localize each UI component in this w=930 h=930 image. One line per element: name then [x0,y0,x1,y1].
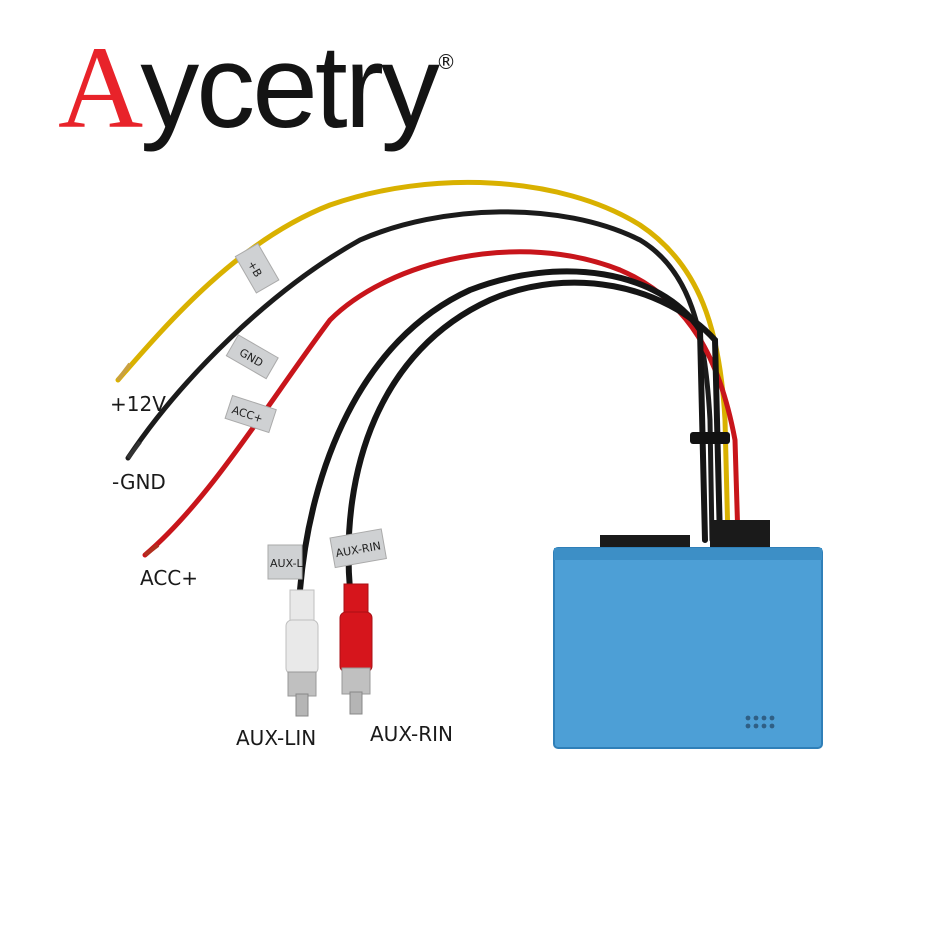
yellow-wire-tip [116,362,132,382]
registered-mark: ® [436,50,456,74]
tag-b-plus: +B [234,242,280,294]
aux-left-cable [297,268,708,593]
red-acc-wire [142,249,741,558]
brand-first-letter: A [58,22,143,153]
label-plus-12v: +12V [110,392,166,416]
black-gnd-wire [125,209,715,543]
tag-aux-l-text: AUX-L [270,557,304,570]
aux-right-cable [345,279,723,593]
blue-module-icon [553,547,823,749]
gnd-wire-tip [126,440,142,460]
brand-rest: ycetry [140,21,440,153]
label-acc: ACC+ [140,566,199,590]
label-gnd: -GND [112,470,166,494]
label-aux-lin: AUX-LIN [236,726,317,750]
tag-aux-rin: AUX-RIN [329,528,387,569]
label-aux-rin: AUX-RIN [370,722,453,746]
tag-aux-l: AUX-L [267,544,304,580]
connector-right [710,520,770,550]
tag-gnd: GND [225,334,279,380]
red-rca-plug-icon [339,583,373,715]
white-rca-plug-icon [285,589,319,717]
yellow-wire [115,179,731,543]
cable-tie [690,432,730,444]
acc-wire-tip [143,543,160,557]
brand-logo: Aycetry [58,21,440,153]
tag-acc: ACC+ [224,394,277,434]
